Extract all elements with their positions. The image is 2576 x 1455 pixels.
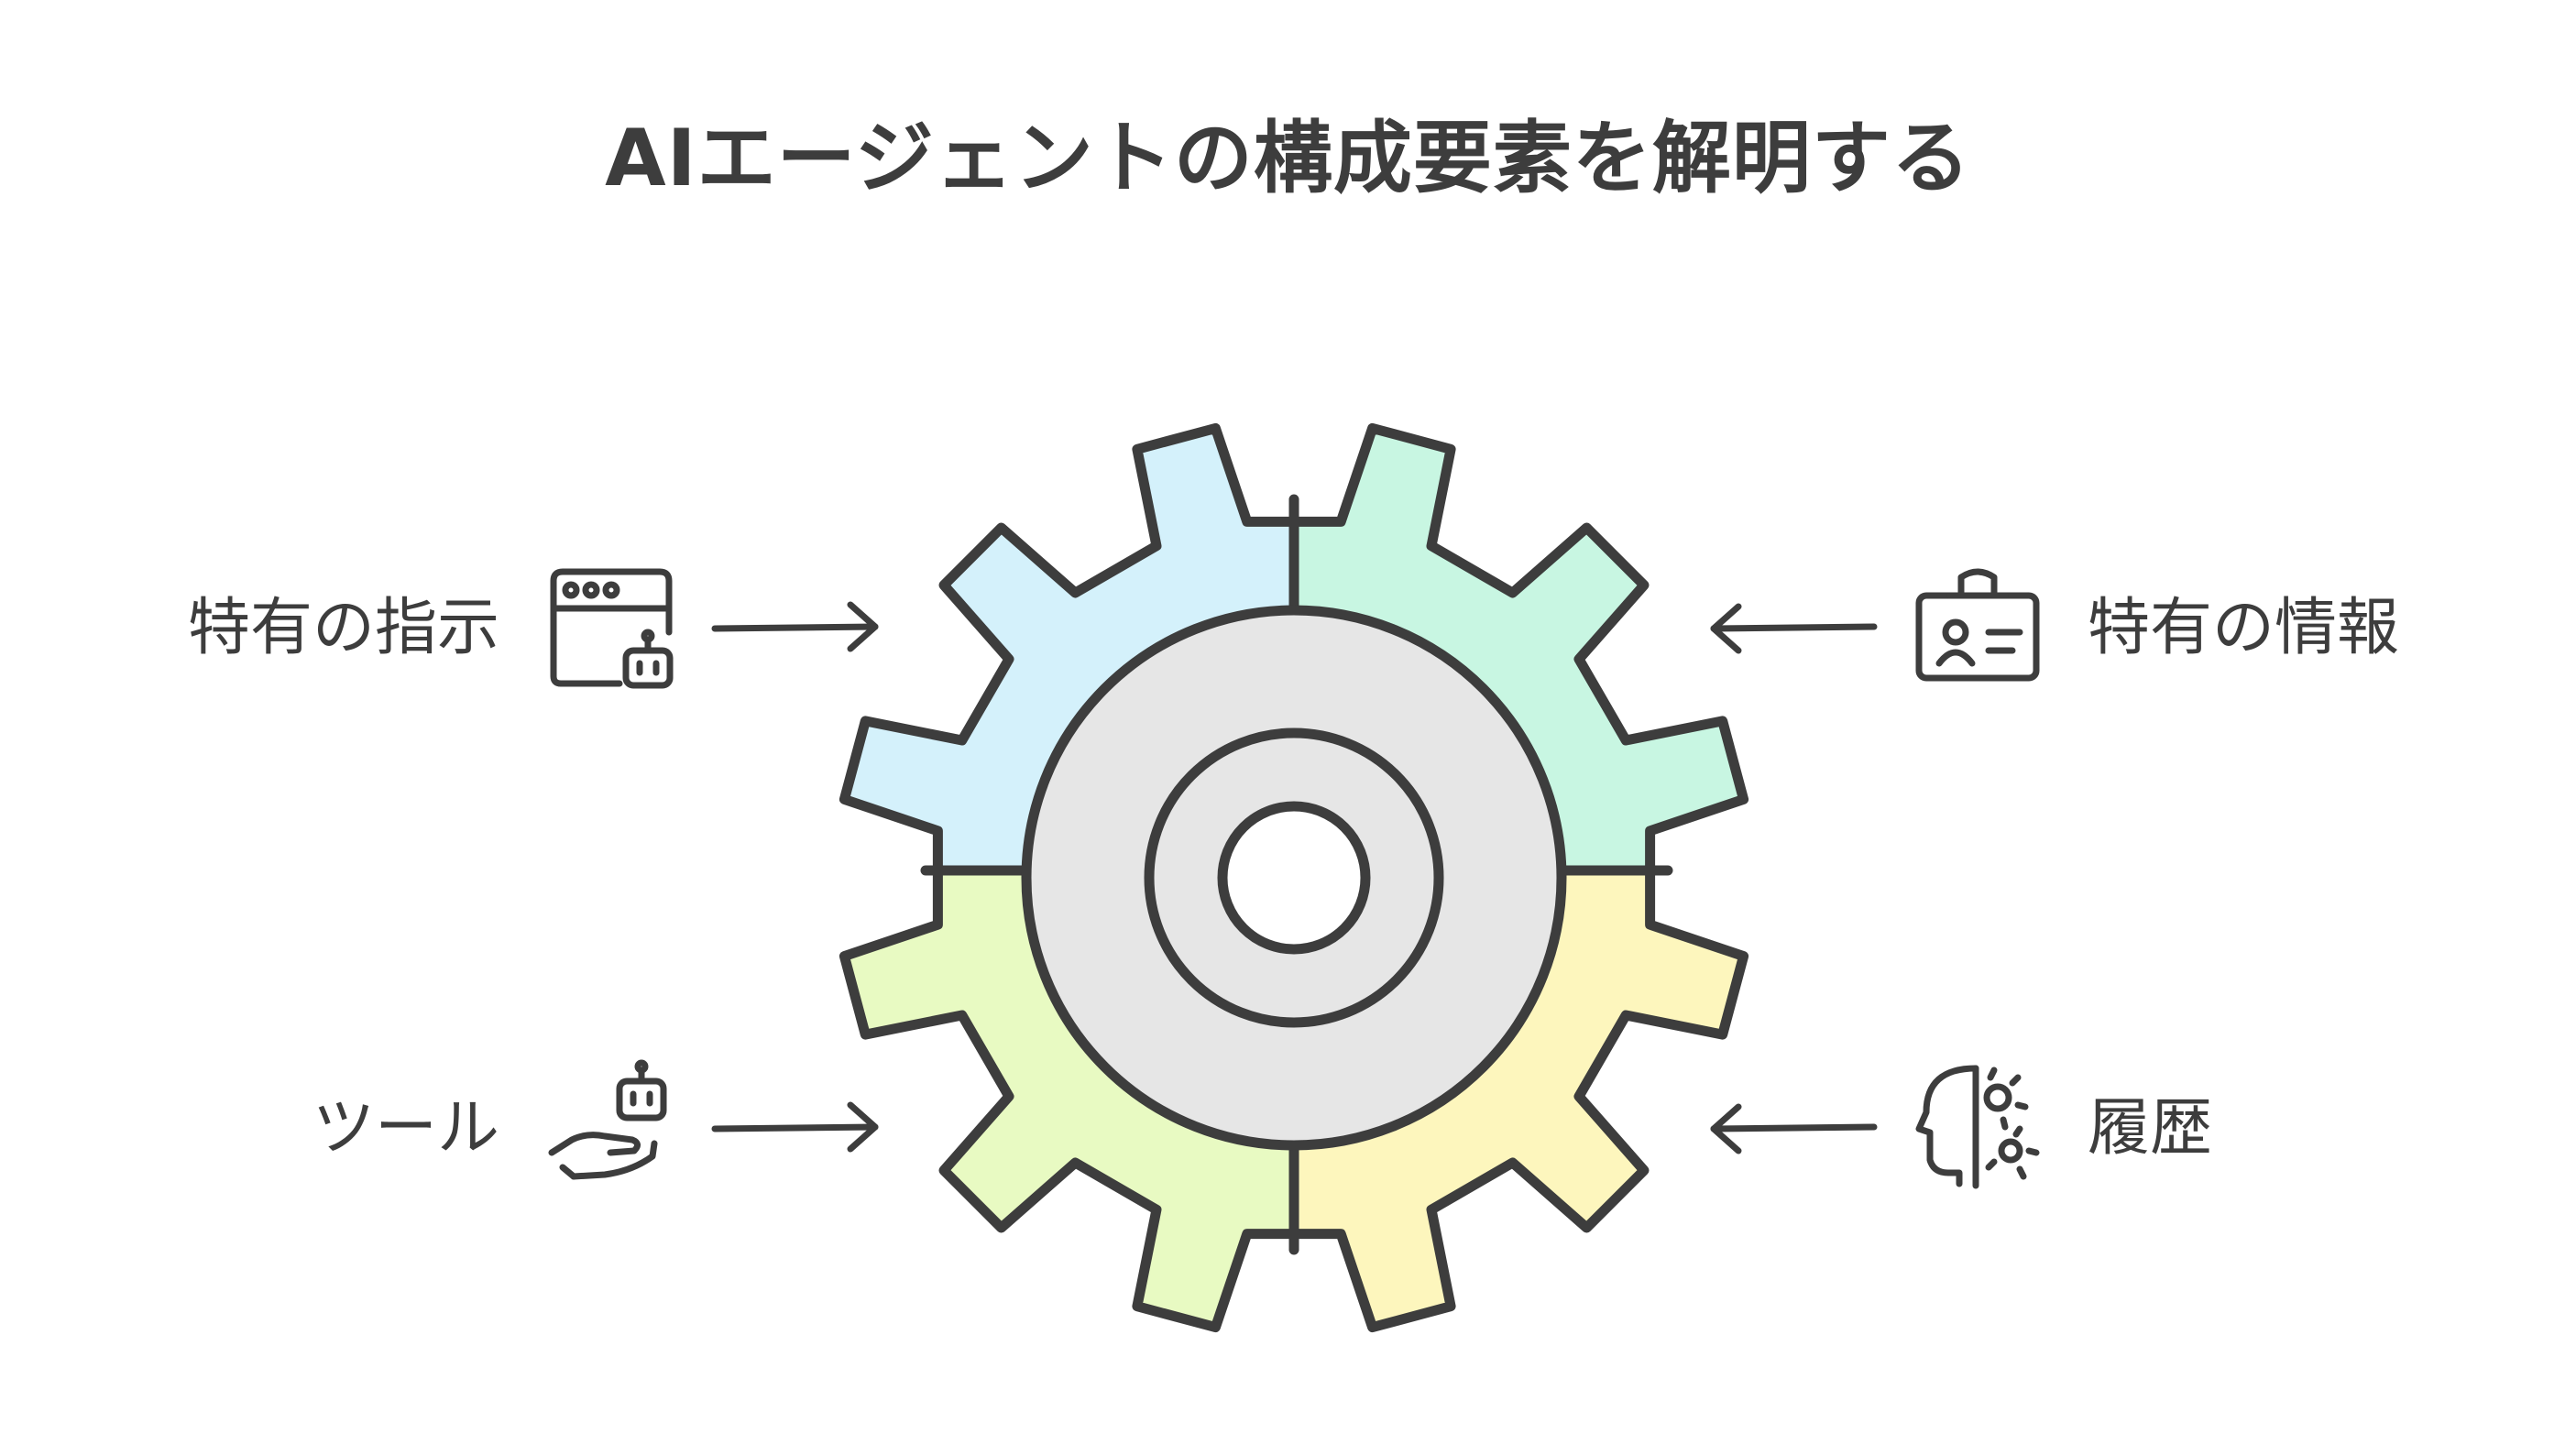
label-history: 履歴 [2088,1092,2213,1165]
label-specific-instructions: 特有の指示 [187,592,499,664]
label-tools: ツール [312,1092,499,1165]
head-with-gears-icon [1915,1065,2040,1189]
diagram-title: AIエージェントの構成要素を解明する [605,113,1971,204]
arrow-specific-instructions [711,601,879,652]
gear-outline [839,422,1749,1333]
id-badge-icon [1915,568,2040,682]
arrow-specific-information [1710,603,1878,654]
label-specific-information: 特有の情報 [2088,592,2400,664]
browser-window-robot-icon [550,568,674,689]
gear-axle-hole [1217,801,1371,955]
hand-holding-robot-icon [548,1059,667,1180]
arrow-history [1710,1103,1878,1154]
arrow-tools [711,1101,879,1153]
